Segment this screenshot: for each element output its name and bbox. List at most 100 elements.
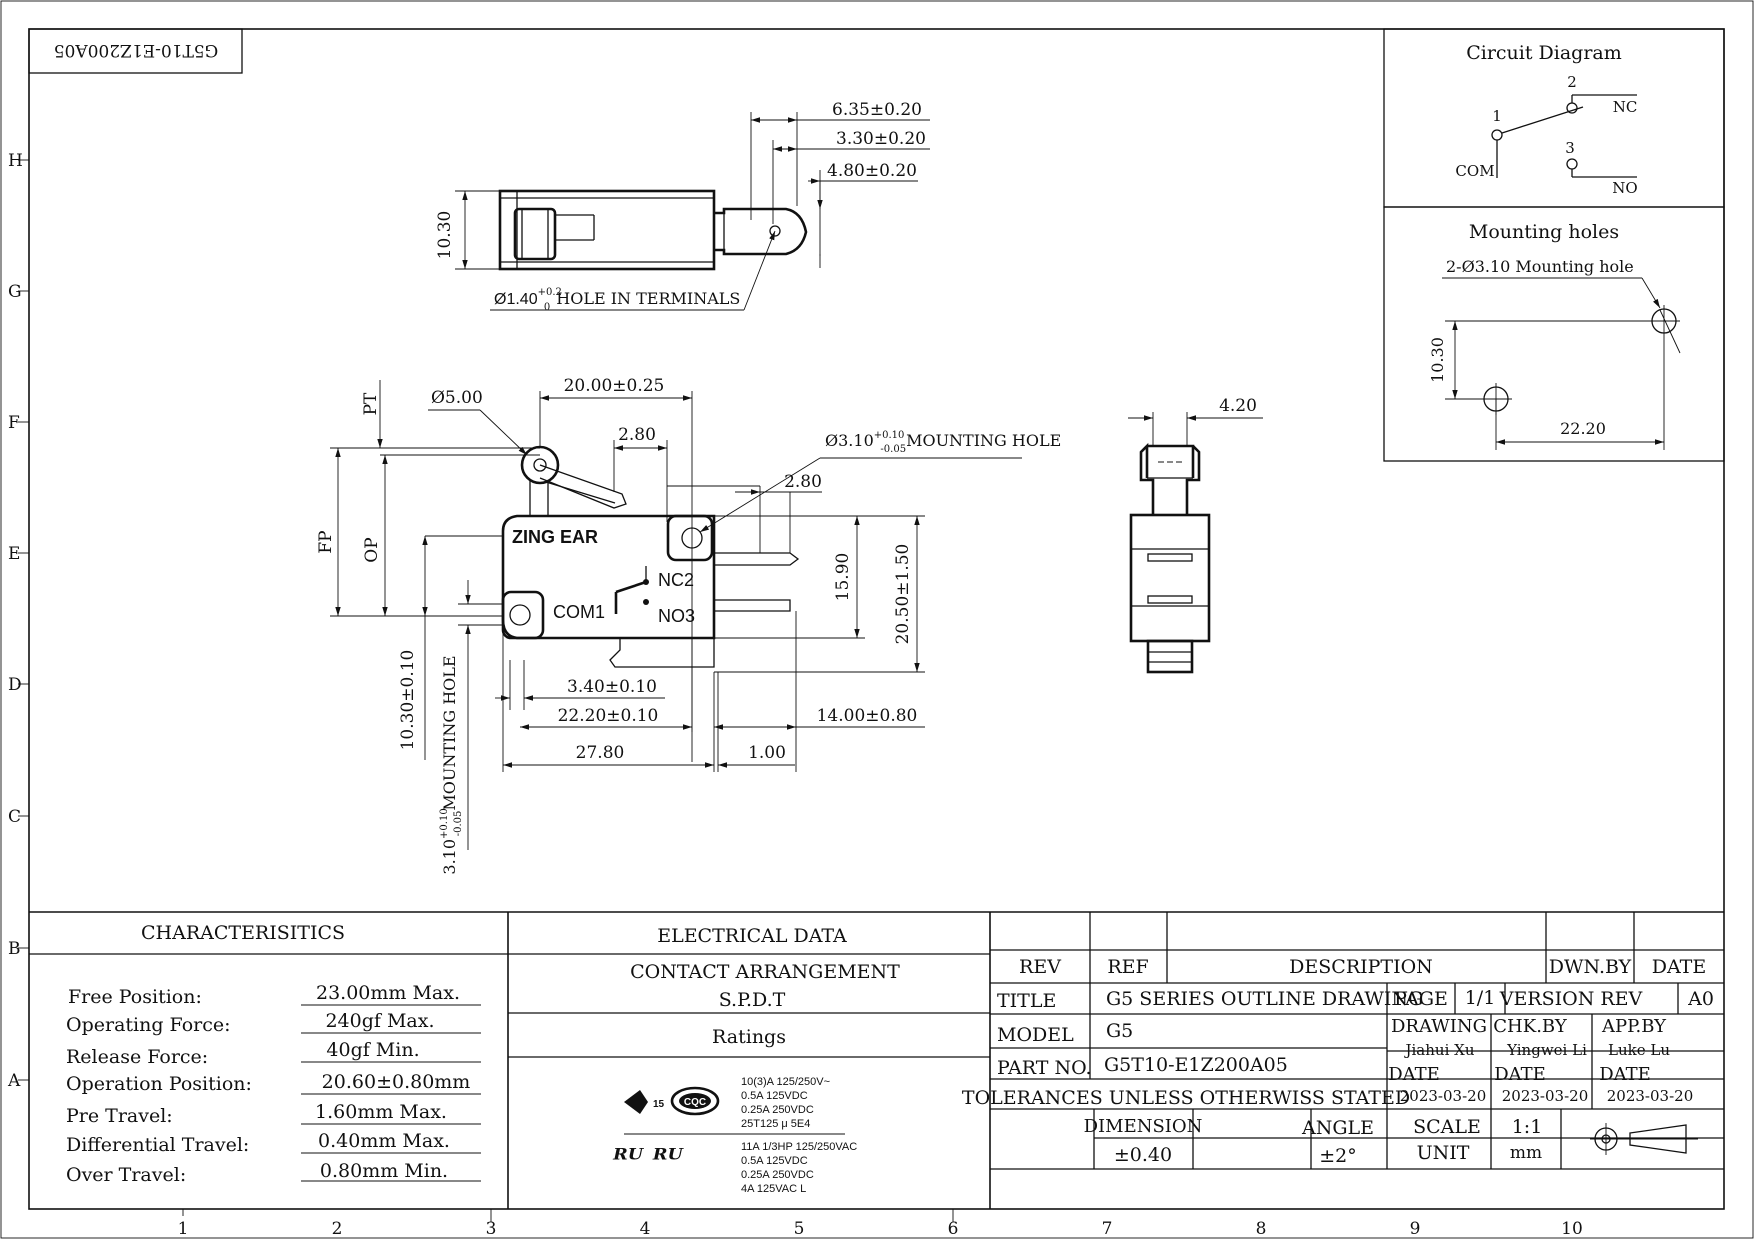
circuit-no: NO [1612, 179, 1637, 197]
row-label-g: G [8, 282, 22, 302]
circuit-diagram: Circuit Diagram 1 2 3 COM NC NO [1383, 28, 1725, 208]
com-label: COM1 [553, 602, 605, 622]
dim-27-80: 27.80 [576, 743, 625, 763]
side-view: 4.20 [1128, 396, 1263, 674]
chk-by-value: Yingwei Li [1506, 1041, 1587, 1059]
circuit-pin-2: 2 [1567, 73, 1577, 91]
cert1-line-2: 0.25A 250VDC [741, 1104, 814, 1116]
char-value-4: 1.60mm Max. [315, 1101, 447, 1123]
char-value-0: 23.00mm Max. [316, 982, 460, 1004]
cert2-line-2: 0.25A 250VDC [741, 1169, 814, 1181]
col-label-2: 2 [332, 1219, 343, 1239]
row-labels: H G F E D C B A [7, 151, 29, 1091]
ratings-title: Ratings [712, 1026, 786, 1048]
drawing-label: DRAWING [1391, 1016, 1487, 1037]
col-label-1: 1 [178, 1219, 189, 1239]
date-header: DATE [1652, 956, 1706, 978]
dim-3-40: 3.40±0.10 [567, 677, 657, 697]
title-block: REV REF DESCRIPTION DWN.BY DATE TITLE G5… [962, 912, 1724, 1170]
angle-value: ±2° [1319, 1145, 1357, 1167]
top-view: 6.35±0.20 3.30±0.20 4.80±0.20 10.30 Ø1.4… [435, 100, 930, 313]
row-label-b: B [8, 939, 21, 959]
dim-2-80-b: 2.80 [784, 472, 822, 492]
circuit-pin-3: 3 [1565, 139, 1575, 157]
page-label: PAGE [1394, 988, 1448, 1010]
ccc-cert-icon: 15 CQC [624, 1086, 720, 1116]
tolerances-note: TOLERANCES UNLESS OTHERWISS STATED [962, 1087, 1410, 1109]
drawing-value: Jiahui Xu [1404, 1041, 1475, 1059]
dwn-by-header: DWN.BY [1549, 956, 1632, 978]
cert1-line-0: 10(3)A 125/250V~ [741, 1076, 830, 1088]
column-labels: 1 2 3 4 5 6 7 8 9 10 [178, 1209, 1583, 1239]
mounting-horizontal: 22.20 [1560, 419, 1606, 438]
description-header: DESCRIPTION [1289, 956, 1433, 978]
rev-header: REV [1019, 956, 1061, 978]
svg-text:15: 15 [653, 1099, 665, 1110]
cert2-line-3: 4A 125VAC L [741, 1183, 806, 1195]
part-no-value: G5T10-E1Z200A05 [1104, 1054, 1288, 1076]
chk-by-label: CHK.BY [1493, 1016, 1568, 1037]
front-mounting-hole-bottom [509, 604, 531, 626]
dim-6-35: 6.35±0.20 [832, 100, 922, 120]
dim-22-20: 22.20±0.10 [558, 706, 659, 726]
date-value-3: 2023-03-20 [1607, 1087, 1693, 1105]
version-rev-label: VERSION REV [1499, 988, 1643, 1010]
dim-1-00: 1.00 [748, 743, 786, 763]
row-label-d: D [8, 675, 22, 695]
dim-3-10-front: 3.10+0.10-0.05MOUNTING HOLE [439, 655, 464, 874]
mounting-title: Mounting holes [1469, 221, 1619, 243]
row-label-c: C [8, 807, 21, 827]
op-label: OP [362, 537, 382, 562]
date-label-1: DATE [1388, 1064, 1440, 1085]
dimension-value: ±0.40 [1114, 1144, 1172, 1166]
part-no-label: PART NO. [997, 1057, 1092, 1079]
char-value-3: 20.60±0.80mm [322, 1071, 471, 1093]
cert2-line-0: 11A 1/3HP 125/250VAC [741, 1141, 857, 1153]
mounting-note: 2-Ø3.10 Mounting hole [1446, 257, 1634, 276]
angle-label: ANGLE [1301, 1117, 1374, 1139]
circuit-title: Circuit Diagram [1466, 42, 1622, 64]
dim-top-height: 10.30 [435, 211, 455, 260]
circuit-pin-1: 1 [1492, 107, 1502, 125]
drawing-code-box: G5T10-E1Z200A05 [28, 28, 243, 74]
char-label-3: Operation Position: [66, 1073, 252, 1095]
nc-label: NC2 [658, 570, 694, 590]
mounting-holes: Mounting holes 2-Ø3.10 Mounting hole 10.… [1383, 206, 1725, 462]
col-label-3: 3 [486, 1219, 497, 1239]
col-label-4: 4 [640, 1219, 651, 1239]
date-value-2: 2023-03-20 [1502, 1087, 1588, 1105]
dim-20-50: 20.50±1.50 [893, 544, 913, 645]
scale-value: 1:1 [1512, 1116, 1543, 1138]
row-label-h: H [8, 151, 23, 171]
col-label-5: 5 [794, 1219, 805, 1239]
dim-20-00: 20.00±0.25 [564, 376, 665, 396]
unit-label: UNIT [1417, 1142, 1470, 1164]
cert1-line-3: 25T125 μ 5E4 [741, 1118, 810, 1130]
mounting-vertical: 10.30 [1428, 337, 1447, 383]
characteristics-title: CHARACTERISITICS [141, 922, 345, 944]
date-value-1: 2023-03-20 [1400, 1087, 1486, 1105]
dim-15-90: 15.90 [833, 553, 853, 602]
projection-symbol-icon [1590, 1123, 1698, 1155]
col-label-7: 7 [1102, 1219, 1113, 1239]
contact-title: CONTACT ARRANGEMENT [630, 961, 900, 983]
no-label: NO3 [658, 606, 695, 626]
col-label-10: 10 [1561, 1219, 1583, 1239]
row-label-f: F [8, 413, 20, 433]
scale-label: SCALE [1413, 1116, 1481, 1138]
char-label-5: Differential Travel: [66, 1134, 249, 1156]
char-label-2: Release Force: [66, 1046, 208, 1068]
unit-value: mm [1510, 1143, 1542, 1163]
contact-value: S.P.D.T [719, 989, 786, 1011]
dimension-label: DIMENSION [1084, 1116, 1203, 1137]
row-label-e: E [8, 544, 20, 564]
char-value-2: 40gf Min. [326, 1039, 419, 1061]
circuit-nc: NC [1613, 98, 1638, 116]
dim-2-80-a: 2.80 [618, 425, 656, 445]
page-value: 1/1 [1465, 987, 1496, 1009]
model-value: G5 [1106, 1020, 1133, 1042]
dim-10-30-front: 10.30±0.10 [398, 650, 418, 751]
